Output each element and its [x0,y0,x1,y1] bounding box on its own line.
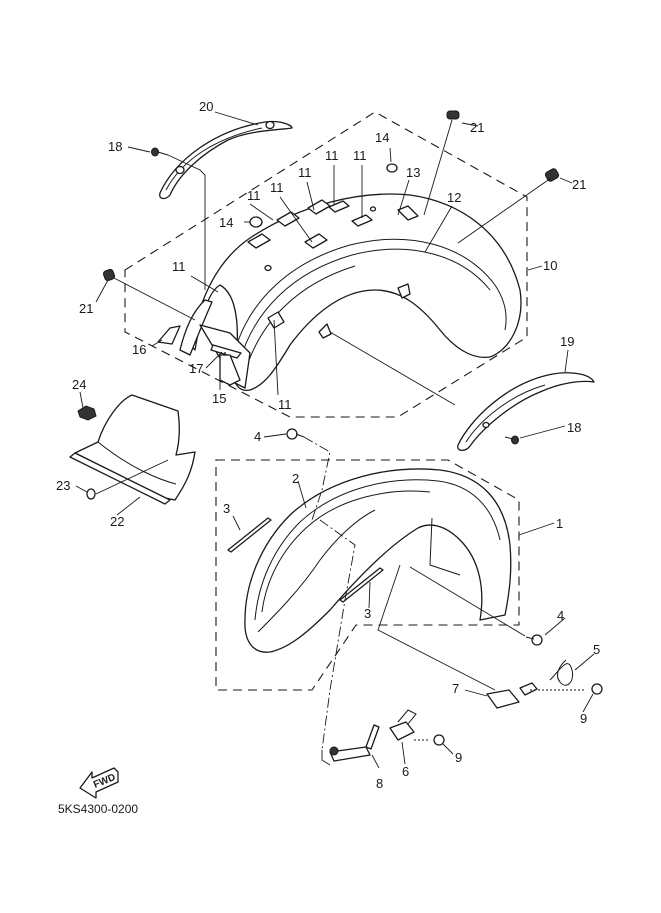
callout-16: 16 [132,342,146,357]
callout-10: 10 [543,258,557,273]
part-18-bolt-upper[interactable] [151,147,169,157]
part-4-bolt-upper[interactable] [286,428,305,440]
part-21-grommet-c[interactable] [102,268,116,282]
part-14-washer-b[interactable] [386,163,398,173]
callout-2: 2 [292,471,299,486]
callout-11-d: 11 [247,188,261,203]
part-7-bracket[interactable] [486,682,585,709]
front-fender-group-box [215,459,520,691]
callout-9-lower: 9 [455,750,462,765]
callout-21-top: 21 [470,120,484,135]
part-24-clip[interactable] [77,405,97,421]
callout-11-g: 11 [278,397,292,412]
callout-12: 12 [447,190,461,205]
part-8-bracket[interactable] [329,724,380,762]
callout-4-upper: 4 [254,429,261,444]
callout-15: 15 [212,391,226,406]
part-14-washer-a[interactable] [249,216,263,228]
callout-23: 23 [56,478,70,493]
part-21-grommet-a[interactable] [446,110,460,120]
forward-direction-badge: FWD [79,767,119,799]
callout-14-left: 14 [219,215,233,230]
part-9-nut-b[interactable] [433,734,445,746]
part-9-nut-a[interactable] [591,683,603,695]
callout-13: 13 [406,165,420,180]
callout-9-right: 9 [580,711,587,726]
part-22-taillight-housing[interactable] [69,394,196,505]
callout-11-e: 11 [270,180,284,195]
part-4-bolt-lower[interactable] [525,634,543,646]
callout-17: 17 [189,361,203,376]
callout-11-a: 11 [325,148,339,163]
callout-1: 1 [556,516,563,531]
part-19-rail[interactable] [457,372,595,452]
part-3-reflector-a[interactable] [227,517,272,553]
callout-21-left: 21 [79,301,93,316]
part-23-screw[interactable] [86,488,96,500]
front-fender[interactable] [244,468,512,653]
part-18-bolt-lower[interactable] [504,435,519,445]
callout-8: 8 [376,776,383,791]
callout-22: 22 [110,514,124,529]
callout-14-top: 14 [375,130,389,145]
callout-6: 6 [402,764,409,779]
part-3-reflector-b[interactable] [339,567,384,603]
callout-20: 20 [199,99,213,114]
part-6-switch[interactable] [389,709,430,741]
part-20-rail[interactable] [159,120,293,200]
callout-4-lower: 4 [557,608,564,623]
part-5-wire[interactable] [549,659,574,686]
callout-18-lower: 18 [567,420,581,435]
callout-5: 5 [593,642,600,657]
diagram-code: 5KS4300-0200 [58,802,138,816]
callout-18-upper: 18 [108,139,122,154]
forward-arrow-icon [79,767,119,799]
part-16-reflector[interactable] [157,325,181,345]
callout-11-c: 11 [298,165,312,180]
part-21-grommet-b[interactable] [544,168,560,183]
callout-24: 24 [72,377,86,392]
callout-21-right: 21 [572,177,586,192]
callout-3-right: 3 [364,606,371,621]
callout-7: 7 [452,681,459,696]
callout-19: 19 [560,334,574,349]
callout-11-b: 11 [353,148,367,163]
callout-3-left: 3 [223,501,230,516]
callout-11-f: 11 [172,259,186,274]
